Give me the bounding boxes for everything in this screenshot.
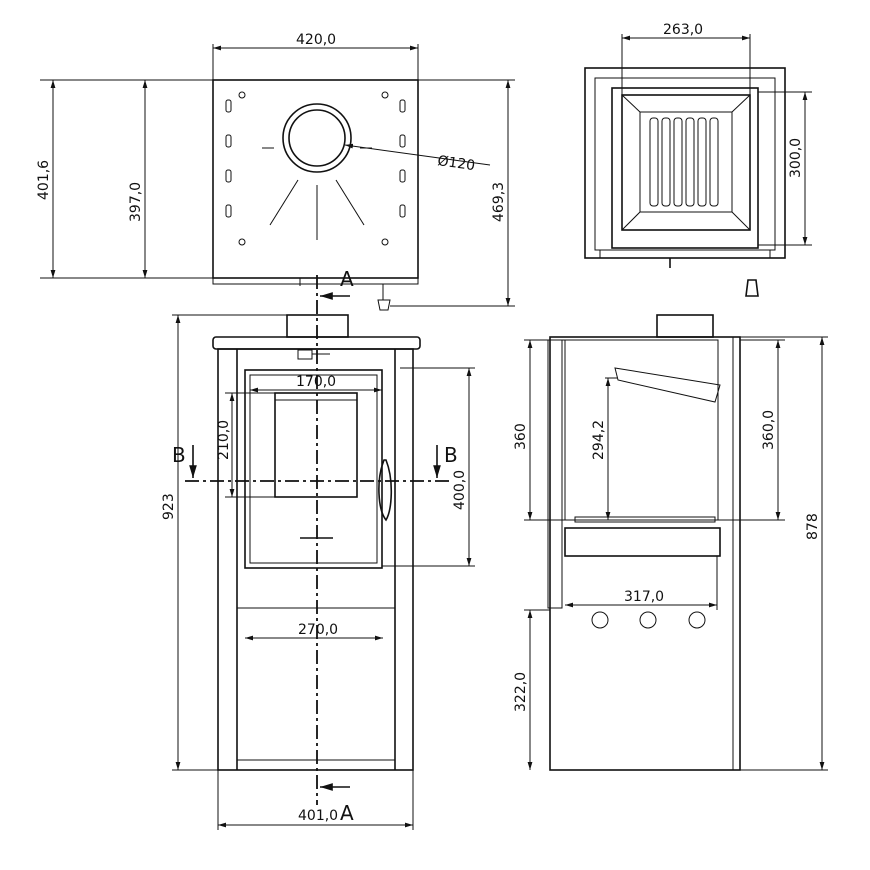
section-a-top-label: A <box>340 267 354 291</box>
dim-side-total-height: 878 <box>805 513 821 540</box>
dim-firebox-height-left: 360 <box>513 423 529 450</box>
dim-base-width: 401,0 <box>298 808 338 824</box>
dim-base-height: 322,0 <box>513 672 529 712</box>
dim-baffle-height: 294,2 <box>591 420 607 460</box>
dim-firebox-height-right: 360,0 <box>761 410 777 450</box>
dim-depth-total: 469,3 <box>491 182 507 222</box>
top-view: 420,0 401,6 397,0 469,3 Ø120 <box>36 32 515 311</box>
section-b-right-label: B <box>444 443 458 467</box>
section-view-top: 263,0 300,0 <box>584 22 812 297</box>
dim-top-width: 420,0 <box>296 32 336 48</box>
section-a-bottom-label: A <box>340 801 354 825</box>
dim-flue-diameter: Ø120 <box>436 153 476 174</box>
dim-depth-outer: 401,6 <box>36 160 52 200</box>
dim-top-right-height: 300,0 <box>788 138 804 178</box>
dim-firebox-depth: 317,0 <box>624 589 664 605</box>
side-section-view: 360 294,2 360,0 878 317,0 322,0 <box>513 314 828 771</box>
front-view: B B A A 170,0 210,0 400,0 923 270,0 401,… <box>161 267 475 830</box>
dim-glass-height: 210,0 <box>216 420 232 460</box>
dim-glass-width: 170,0 <box>296 374 336 390</box>
dim-depth-inner: 397,0 <box>128 182 144 222</box>
dim-door-height: 400,0 <box>452 470 468 510</box>
dim-ashpan-width: 270,0 <box>298 622 338 638</box>
dim-top-right-width: 263,0 <box>663 22 703 38</box>
dim-total-height: 923 <box>161 493 177 520</box>
section-b-left-label: B <box>172 443 186 467</box>
